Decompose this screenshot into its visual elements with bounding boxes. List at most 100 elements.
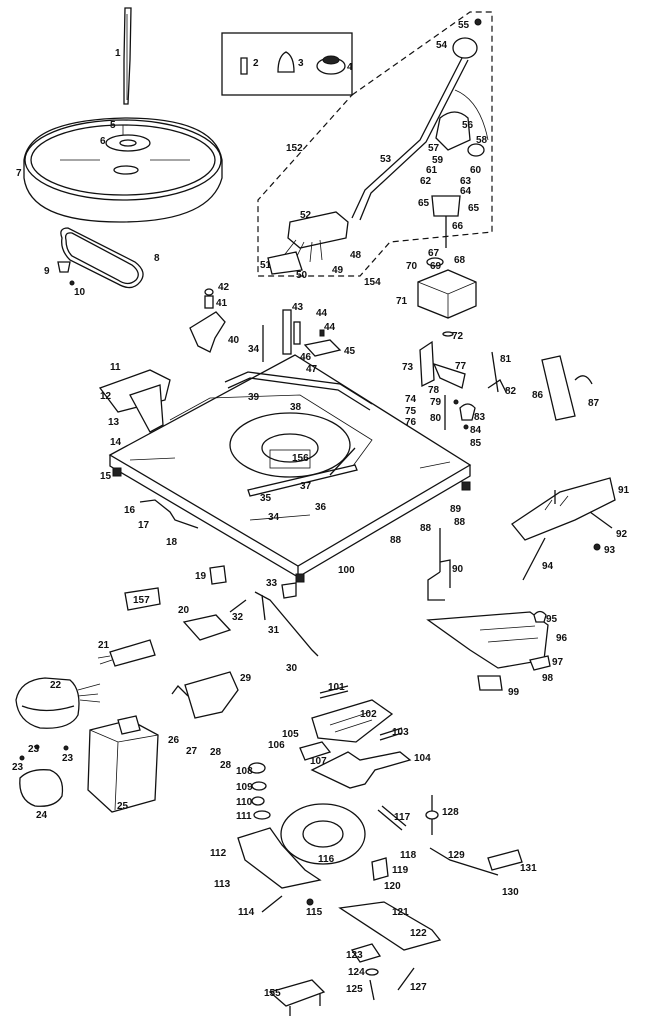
label-77: 77 <box>455 361 467 372</box>
label-58: 58 <box>476 135 488 146</box>
label-64: 64 <box>460 186 472 197</box>
part-labels: 1 2 3 4 5 6 7 8 9 10 11 12 13 14 15 16 1… <box>12 20 630 999</box>
label-23a: 23 <box>28 744 40 755</box>
label-65b: 65 <box>468 203 480 214</box>
label-107: 107 <box>310 756 327 767</box>
label-55: 55 <box>458 20 470 31</box>
parts-2-3-4-box <box>221 32 353 96</box>
label-52: 52 <box>300 210 312 221</box>
parts-16-33 <box>97 499 319 667</box>
label-81: 81 <box>500 354 512 365</box>
main-chassis-plate <box>98 354 472 583</box>
label-15: 15 <box>100 471 112 482</box>
label-123: 123 <box>346 950 363 961</box>
lower-mechanism <box>237 685 523 1016</box>
parts-73-87 <box>419 340 593 430</box>
label-51: 51 <box>260 260 272 271</box>
label-152: 152 <box>286 143 303 154</box>
label-74: 74 <box>405 394 417 405</box>
label-59: 59 <box>432 155 444 166</box>
label-17: 17 <box>138 520 150 531</box>
part-1-spindle <box>123 7 132 105</box>
label-89: 89 <box>450 504 462 515</box>
label-50: 50 <box>296 270 308 281</box>
label-3: 3 <box>298 58 304 69</box>
label-75: 75 <box>405 406 417 417</box>
motor-assembly <box>15 671 239 813</box>
label-114: 114 <box>238 907 255 918</box>
label-12: 12 <box>100 391 112 402</box>
label-72: 72 <box>452 331 464 342</box>
label-104: 104 <box>414 753 431 764</box>
label-94: 94 <box>542 561 554 572</box>
label-82: 82 <box>505 386 517 397</box>
label-100: 100 <box>338 565 355 576</box>
label-120: 120 <box>384 881 401 892</box>
label-23b: 23 <box>62 753 74 764</box>
label-85: 85 <box>470 438 482 449</box>
label-76: 76 <box>405 417 417 428</box>
label-39: 39 <box>248 392 260 403</box>
label-34b: 34 <box>268 512 280 523</box>
label-112: 112 <box>210 848 227 859</box>
label-90: 90 <box>452 564 464 575</box>
label-156: 156 <box>292 453 309 464</box>
label-88a: 88 <box>420 523 432 534</box>
label-154: 154 <box>364 277 381 288</box>
label-84: 84 <box>470 425 482 436</box>
label-32: 32 <box>232 612 244 623</box>
label-103: 103 <box>392 727 409 738</box>
label-53: 53 <box>380 154 392 165</box>
label-46: 46 <box>300 352 312 363</box>
label-109: 109 <box>236 782 253 793</box>
label-67: 67 <box>428 248 440 259</box>
label-110: 110 <box>236 797 253 808</box>
label-56: 56 <box>462 120 474 131</box>
label-20: 20 <box>178 605 190 616</box>
label-42: 42 <box>218 282 230 293</box>
label-8: 8 <box>154 253 160 264</box>
parts-40-43-45 <box>189 288 342 362</box>
label-16: 16 <box>124 505 136 516</box>
label-129: 129 <box>448 850 465 861</box>
label-21: 21 <box>98 640 110 651</box>
label-7: 7 <box>16 168 22 179</box>
label-54: 54 <box>436 40 448 51</box>
label-34a: 34 <box>248 344 260 355</box>
label-23c: 23 <box>12 762 24 773</box>
label-155: 155 <box>264 988 281 999</box>
label-63: 63 <box>460 176 472 187</box>
label-71: 71 <box>396 296 408 307</box>
label-19: 19 <box>195 571 207 582</box>
label-78: 78 <box>428 385 440 396</box>
label-18: 18 <box>166 537 178 548</box>
label-97: 97 <box>552 657 564 668</box>
label-69: 69 <box>430 261 442 272</box>
label-30: 30 <box>286 663 298 674</box>
label-9: 9 <box>44 266 50 277</box>
label-44a: 44 <box>316 308 328 319</box>
label-117: 117 <box>394 812 411 823</box>
label-108: 108 <box>236 766 253 777</box>
label-115: 115 <box>306 907 323 918</box>
label-80: 80 <box>430 413 442 424</box>
label-121: 121 <box>392 907 409 918</box>
label-47: 47 <box>306 364 318 375</box>
part-71-housing <box>417 257 477 337</box>
label-116: 116 <box>318 854 335 865</box>
label-31: 31 <box>268 625 280 636</box>
label-38: 38 <box>290 402 302 413</box>
label-106: 106 <box>268 740 285 751</box>
label-128: 128 <box>442 807 459 818</box>
label-48: 48 <box>350 250 362 261</box>
label-43: 43 <box>292 302 304 313</box>
part-7-platter <box>23 117 223 223</box>
label-70: 70 <box>406 261 418 272</box>
label-119: 119 <box>392 865 409 876</box>
label-14: 14 <box>110 437 122 448</box>
label-99: 99 <box>508 687 520 698</box>
label-111: 111 <box>236 811 252 822</box>
label-101: 101 <box>328 682 345 693</box>
label-11: 11 <box>110 362 121 373</box>
